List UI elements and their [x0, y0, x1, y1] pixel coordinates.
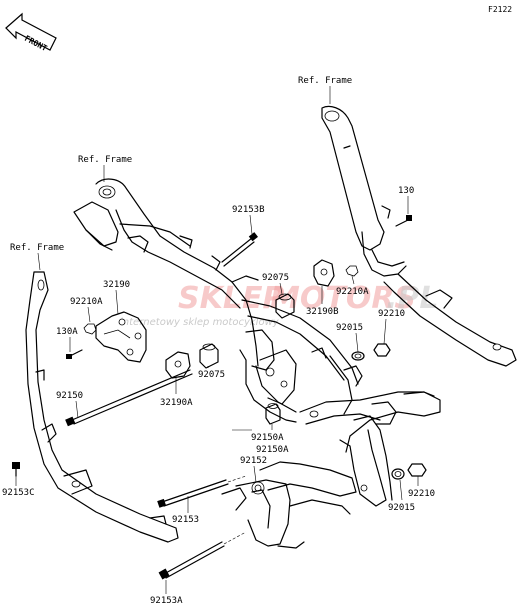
bolt-92153c — [12, 462, 20, 477]
nut-92210a-right — [345, 265, 359, 277]
callout-92210a-right: 92210A — [336, 287, 369, 297]
callout-130a: 130A — [56, 327, 78, 337]
spacer-92075-right — [275, 293, 295, 319]
spacer-92150a — [265, 403, 281, 425]
figure-code: F2122 — [488, 5, 512, 14]
spacer-92075-center — [199, 343, 219, 369]
callout-92210a-left: 92210A — [70, 297, 103, 307]
label-ref-frame-top-right: Ref. Frame — [298, 76, 352, 86]
callout-92015-top: 92015 — [336, 323, 363, 333]
callout-92153c: 92153C — [2, 488, 35, 498]
callout-92210-bottom: 92210 — [408, 489, 435, 499]
engine-cradle — [221, 391, 441, 549]
washer-92015-top — [351, 351, 365, 361]
callout-92150a-1: 92150A — [251, 433, 284, 443]
label-ref-frame-center: Ref. Frame — [78, 155, 132, 165]
front-arrow-icon: FRONT — [5, 12, 57, 53]
callout-92153: 92153 — [172, 515, 199, 525]
bracket-32190a — [165, 351, 191, 379]
label-ref-frame-left: Ref. Frame — [10, 243, 64, 253]
callout-92210-top: 92210 — [378, 309, 405, 319]
bolt-130 — [395, 215, 412, 227]
callout-92075-right: 92075 — [262, 273, 289, 283]
nut-92210a-left — [83, 323, 97, 335]
bolt-92153 — [157, 475, 247, 508]
left-downtube — [25, 271, 179, 543]
callout-130: 130 — [398, 186, 414, 196]
bolt-92153a — [158, 531, 247, 580]
callout-92075-center: 92075 — [198, 370, 225, 380]
callout-92153b: 92153B — [232, 205, 265, 215]
nut-92210-bottom — [407, 463, 427, 477]
right-downtube — [321, 105, 517, 367]
callout-32190: 32190 — [103, 280, 130, 290]
callout-92150: 92150 — [56, 391, 83, 401]
callout-92150a-2: 92150A — [256, 445, 289, 455]
callout-32190a: 32190A — [160, 398, 193, 408]
callout-92152: 92152 — [240, 456, 267, 466]
nut-92210-top — [373, 343, 391, 357]
washer-92015-bottom — [391, 468, 405, 480]
watermark-tagline: internetowy sklep motocyklowy — [120, 317, 280, 328]
bracket-32190b — [313, 259, 335, 287]
callout-92015-bottom: 92015 — [388, 503, 415, 513]
bolt-130a — [66, 349, 83, 359]
bracket-32190 — [95, 311, 147, 363]
bolt-92153b — [221, 232, 258, 267]
callout-92153a: 92153A — [150, 596, 183, 606]
callout-32190b: 32190B — [306, 307, 339, 317]
bolt-92150 — [65, 369, 193, 427]
